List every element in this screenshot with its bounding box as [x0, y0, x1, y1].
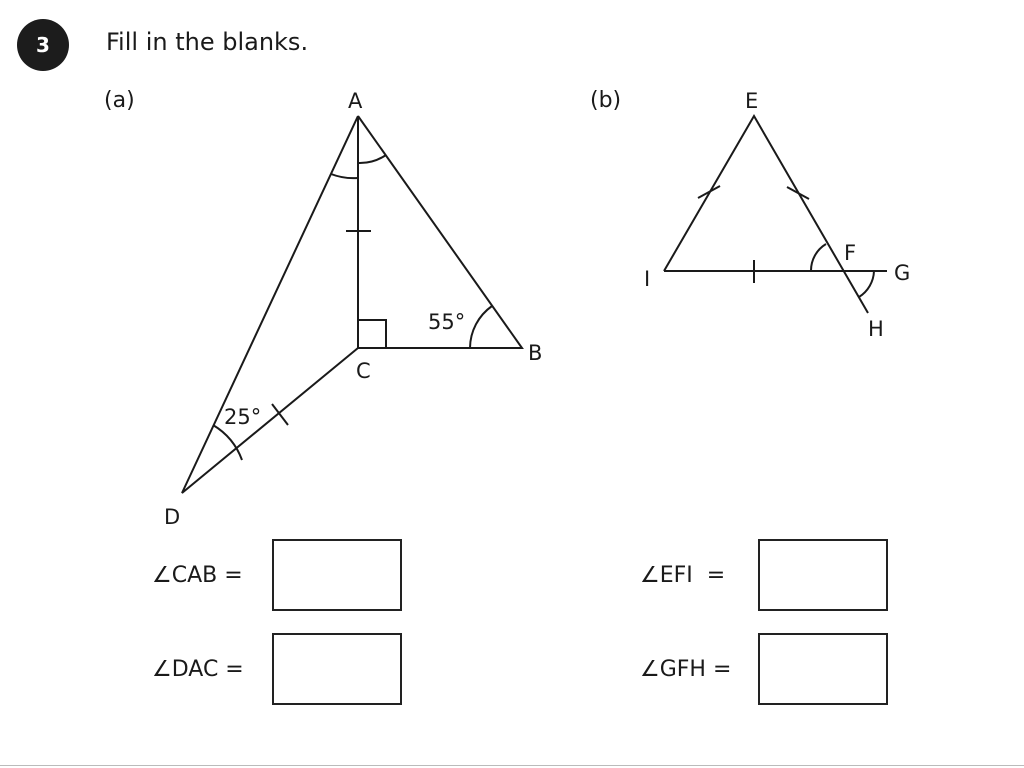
point-d: D — [164, 505, 180, 529]
diagram-a: A B C D 55° 25° — [164, 89, 542, 529]
point-e: E — [745, 89, 758, 113]
question-efi-label: ∠EFI = — [640, 563, 726, 588]
tick-cd — [271, 403, 289, 426]
right-angle-mark — [358, 319, 387, 348]
point-f: F — [844, 241, 856, 265]
part-b-label: (b) — [590, 88, 622, 113]
tick-ei — [697, 185, 721, 199]
lines-ie-eh — [663, 114, 869, 314]
question-number-badge: 3 — [17, 19, 69, 71]
answer-box-efi[interactable] — [758, 539, 888, 611]
point-h: H — [868, 317, 884, 341]
answer-box-dac[interactable] — [272, 633, 402, 705]
answer-box-cab[interactable] — [272, 539, 402, 611]
angle-d-label: 25° — [224, 405, 261, 429]
tick-ef — [786, 186, 810, 200]
point-g: G — [894, 261, 910, 285]
answer-box-gfh[interactable] — [758, 633, 888, 705]
diagram-b: E F G H I — [644, 89, 910, 341]
question-cab-label: ∠CAB = — [152, 563, 243, 588]
angle-arc-gfh — [858, 270, 875, 298]
angle-arc-d — [212, 424, 243, 461]
point-i: I — [644, 267, 650, 291]
angle-arc-cab — [357, 154, 387, 165]
angle-arc-b — [469, 305, 493, 349]
point-b: B — [528, 341, 542, 365]
triangle-acd — [181, 115, 359, 494]
part-a-label: (a) — [104, 88, 135, 113]
bottom-divider — [0, 765, 1024, 766]
angle-b-label: 55° — [428, 310, 465, 334]
instruction: Fill in the blanks. — [106, 28, 309, 56]
point-c: C — [356, 359, 371, 383]
question-dac-label: ∠DAC = — [152, 657, 244, 682]
angle-arc-dac — [330, 173, 359, 180]
angle-arc-efi — [809, 243, 827, 272]
question-gfh-label: ∠GFH = — [640, 657, 732, 682]
point-a: A — [348, 89, 363, 113]
